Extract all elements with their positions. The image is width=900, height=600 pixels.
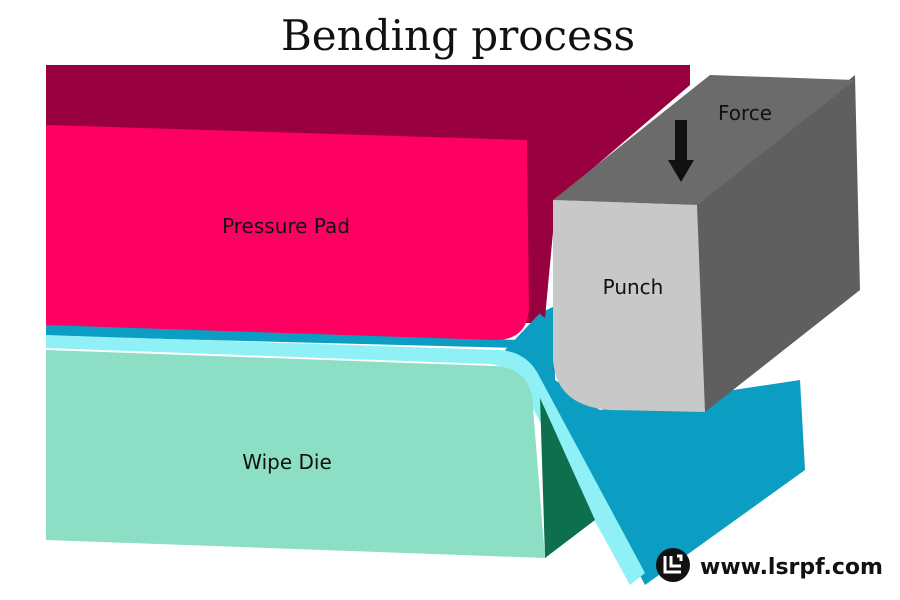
watermark-url: www.lsrpf.com [700,555,883,580]
lsrpf-logo-icon [656,548,690,582]
label-punch: Punch [603,275,664,299]
sheet-metal-bent-surface [505,306,805,585]
label-pressure-pad: Pressure Pad [222,214,350,238]
wipe-die-front-face [46,350,545,558]
pressure-pad-front-face [46,125,529,340]
punch-top-face [553,75,855,205]
force-arrow-icon [668,120,694,182]
wipe-die-side-face [540,398,595,558]
pressure-pad-right-face [527,65,690,318]
label-wipe-die: Wipe Die [242,450,332,474]
label-force: Force [718,101,772,125]
diagram-title: Bending process [281,11,635,60]
punch-front-face [553,200,705,412]
